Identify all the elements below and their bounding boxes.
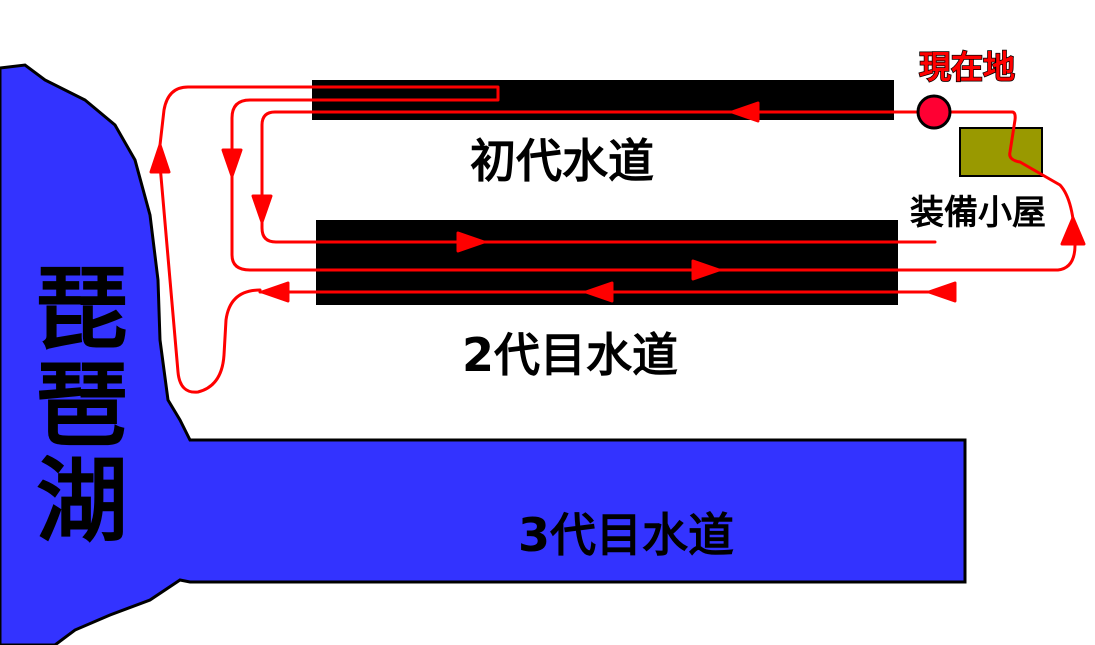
- route-arrow: [260, 281, 290, 303]
- canal-3-label: 3代目水道: [518, 508, 735, 562]
- route-canal-1-hook: [230, 85, 1077, 272]
- route-arrow: [691, 259, 721, 281]
- lake-label-char: 湖: [35, 448, 128, 555]
- route-arrow: [927, 281, 957, 303]
- lake-label-char: 琵: [35, 256, 128, 363]
- current-location-label: 現在地: [919, 48, 1015, 86]
- route-arrow: [149, 143, 171, 174]
- route-canal-1-return: [260, 110, 937, 244]
- route-arrow: [584, 281, 614, 303]
- walking-route: [149, 85, 1086, 394]
- route-arrow: [251, 194, 273, 224]
- current-location-marker-icon: [916, 94, 952, 130]
- route-hut-loop: [938, 110, 1077, 247]
- lake-biwa: [0, 63, 967, 645]
- route-arrow: [456, 231, 486, 253]
- canal-2-label: 2代目水道: [462, 328, 679, 382]
- equipment-hut-label: 装備小屋: [910, 193, 1046, 233]
- route-arrow: [1060, 216, 1086, 246]
- lake-biwa-label: 琵 琶 湖: [28, 262, 136, 550]
- route-outer-loop: [158, 85, 314, 394]
- route-arrow: [221, 148, 243, 178]
- route-arrow: [730, 101, 760, 123]
- lake-label-char: 琶: [35, 352, 128, 459]
- canal-1-label: 初代水道: [470, 134, 654, 188]
